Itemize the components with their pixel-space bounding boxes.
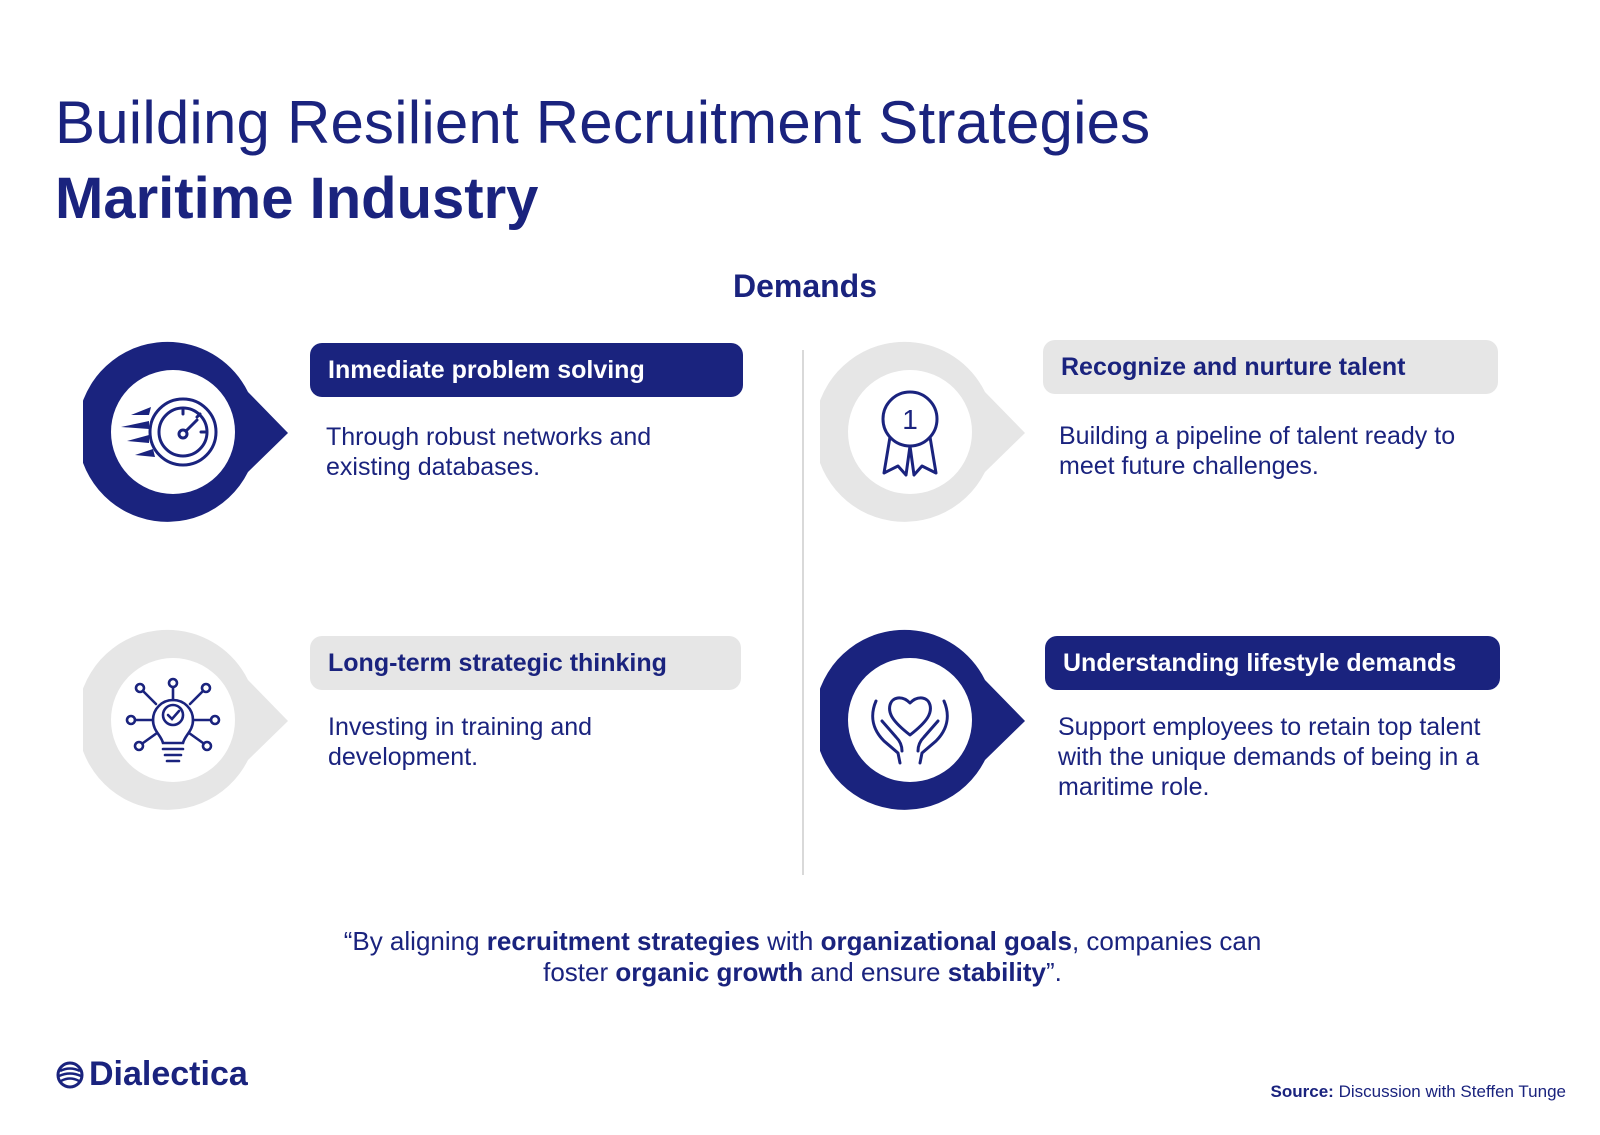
source-label: Source:	[1270, 1082, 1334, 1101]
badge-number: 1	[902, 404, 918, 435]
section-heading: Demands	[732, 268, 878, 304]
column-divider	[802, 350, 804, 875]
card-description: Building a pipeline of talent ready to m…	[1059, 422, 1456, 480]
quote-text: “By aligning	[343, 926, 487, 956]
card-description: Support employees to retain top talent w…	[1058, 713, 1481, 801]
badge-dark	[820, 625, 1035, 815]
card-description: Through robust networks and existing dat…	[326, 423, 652, 481]
card-description: Investing in training and development.	[328, 713, 593, 771]
quote-emphasis: recruitment strategies	[486, 926, 760, 956]
heart-hands-icon	[871, 696, 949, 765]
source-text: Discussion with Steffen Tunge	[1338, 1082, 1566, 1101]
source-note: Source: Discussion with Steffen Tunge	[1271, 1082, 1566, 1102]
badge-dark	[83, 337, 298, 527]
quote-text: ”.	[1045, 957, 1062, 987]
closing-quote: “By aligning recruitment strategies with…	[320, 926, 1285, 988]
page-title: Building Resilient Recruitment Strategie…	[55, 89, 1151, 156]
award-medal-icon	[881, 390, 939, 477]
quote-text: , companies can foster	[543, 926, 1262, 987]
globe-icon	[56, 1061, 84, 1088]
speedometer-icon	[148, 397, 218, 467]
card-title-pill: Inmediate problem solving	[310, 343, 743, 397]
card-title-pill: Understanding lifestyle demands	[1045, 636, 1500, 690]
quote-emphasis: stability	[947, 957, 1046, 987]
quote-emphasis: organizational goals	[820, 926, 1072, 956]
quote-text: with	[759, 926, 821, 956]
badge-light: 1	[820, 337, 1035, 527]
lightbulb-network-icon	[125, 677, 221, 763]
quote-text: and ensure	[803, 957, 948, 987]
badge-light	[83, 625, 298, 815]
card-title-pill: Recognize and nurture talent	[1043, 340, 1498, 394]
quote-emphasis: organic growth	[615, 957, 804, 987]
card-title-pill: Long-term strategic thinking	[310, 636, 741, 690]
logo-text: Dialectica	[89, 1055, 248, 1093]
brand-logo: Dialectica	[55, 1055, 248, 1094]
page-subtitle: Maritime Industry	[55, 166, 539, 231]
